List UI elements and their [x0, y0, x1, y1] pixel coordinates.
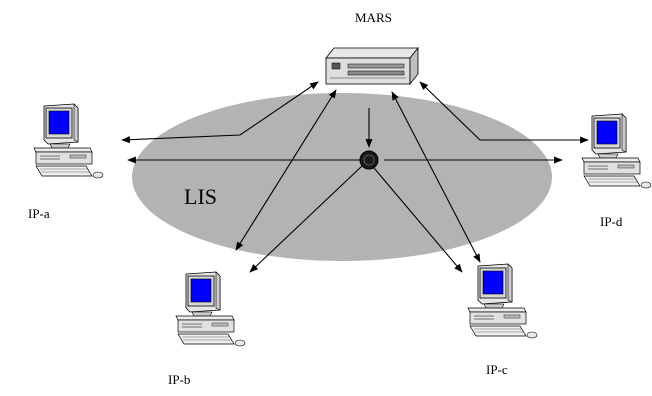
lis-label: LIS	[184, 184, 217, 209]
mars-server-icon	[325, 46, 419, 86]
host-label-ipa: IP-a	[28, 206, 50, 221]
computer-ipd-icon	[581, 113, 652, 189]
lis-network-ellipse	[132, 93, 552, 261]
link-mars-ipb	[235, 89, 337, 251]
link-mars-ipd	[419, 81, 589, 144]
host-label-ipb: IP-b	[168, 372, 190, 387]
connection-lines	[121, 81, 589, 273]
computer-ipa-icon	[33, 103, 104, 179]
host-label-ipd: IP-d	[600, 214, 623, 229]
computer-ipc-icon	[467, 263, 538, 339]
link-mars-ipc	[391, 91, 481, 263]
central-hub-node	[359, 150, 379, 170]
computer-ipb-icon	[175, 271, 246, 347]
host-label-ipc: IP-c	[486, 362, 508, 377]
mars-label: MARS	[355, 10, 392, 25]
